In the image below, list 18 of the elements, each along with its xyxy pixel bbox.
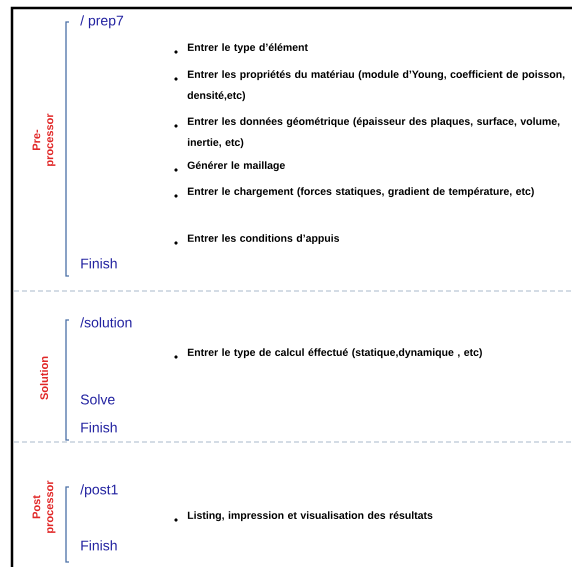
command-text: Finish: [81, 422, 117, 432]
bullet-text: Entrer les propriétés du matériau (module d’Young, coefficient de poisson, densité,etc): [188, 70, 564, 102]
section-heading: Solution: [40, 356, 48, 400]
command-text: /solution: [80, 317, 132, 328]
section-heading: Pre-processor: [32, 114, 56, 166]
bullet-text: Entrer le chargement (forces statiques, gradient de température, etc): [188, 187, 534, 198]
bullet-text: Entrer le type de calcul éffectué (statique,dynamique , etc): [188, 348, 482, 358]
bullet-text: Entrer les conditions d’appuis: [188, 234, 340, 244]
bullet-text: Générer le maillage: [188, 161, 285, 172]
bullet-text: Entrer le type d’élément: [188, 43, 308, 54]
section-heading: Post processor: [32, 480, 56, 533]
bullet-text: Listing, impression et visualisation des résultats: [188, 511, 432, 522]
command-text: Finish: [81, 540, 117, 550]
command-text: /post1: [80, 484, 118, 498]
command-text: Solve: [80, 394, 115, 404]
command-text: Finish: [81, 258, 117, 268]
bullet-text: Entrer les données géométrique (épaisseur des plaques, surface, volume, inertie, etc): [188, 117, 560, 148]
command-text: / prep7: [80, 15, 124, 28]
